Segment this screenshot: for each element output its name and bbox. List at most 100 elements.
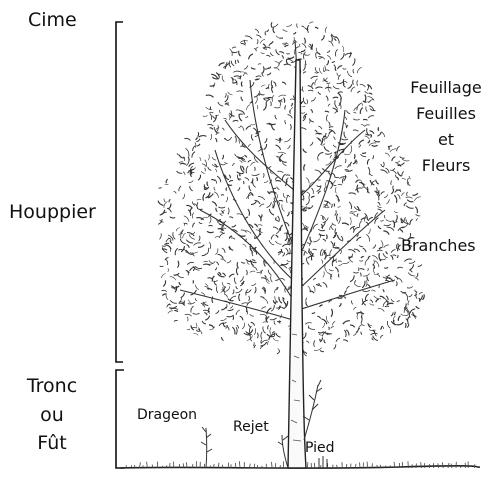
leaf-mark — [277, 321, 281, 322]
leaf-mark — [215, 164, 217, 168]
leaf-mark — [190, 186, 193, 191]
leaf-mark — [305, 225, 309, 227]
leaf-mark — [338, 142, 344, 143]
leaf-mark — [321, 260, 322, 264]
leaf-mark — [354, 154, 355, 158]
leaf-mark — [379, 190, 380, 196]
leaf-mark — [406, 197, 413, 198]
leaf-mark — [203, 116, 208, 117]
leaf-mark — [315, 130, 317, 133]
leaf-mark — [260, 39, 265, 43]
leaf-mark — [274, 68, 280, 71]
leaf-mark — [376, 180, 379, 184]
leaf-mark — [285, 45, 289, 47]
leaf-mark — [349, 52, 351, 58]
leaf-mark — [318, 152, 323, 156]
leaf-mark — [202, 254, 207, 256]
leaf-mark — [275, 115, 277, 119]
leaf-mark — [205, 316, 209, 321]
leaf-mark — [218, 102, 223, 106]
leaf-mark — [313, 278, 316, 280]
leaf-mark — [251, 283, 256, 285]
leaf-mark — [387, 321, 390, 328]
leaf-mark — [332, 173, 335, 177]
leaf-mark — [194, 334, 199, 336]
leaf-mark — [353, 331, 356, 336]
leaf-mark — [335, 187, 336, 193]
leaf-mark — [249, 54, 254, 59]
leaf-mark — [258, 225, 262, 226]
leaf-mark — [409, 294, 413, 297]
leaf-mark — [301, 101, 303, 104]
leaf-mark — [415, 278, 419, 281]
leaf-mark — [260, 314, 267, 316]
leaf-mark — [302, 106, 305, 107]
leaf-mark — [282, 55, 284, 58]
leaf-mark — [169, 199, 170, 202]
leaf-mark — [316, 285, 319, 286]
leaf-mark — [257, 105, 258, 109]
label-ou: ou — [40, 406, 64, 425]
leaf-mark — [304, 164, 305, 170]
leaf-mark — [413, 312, 417, 317]
leaf-mark — [210, 112, 214, 113]
leaf-mark — [277, 171, 283, 173]
leaf-mark — [361, 180, 366, 185]
leaf-mark — [215, 138, 217, 142]
leaf-mark — [262, 66, 264, 73]
leaf-mark — [206, 107, 212, 109]
leaf-mark — [315, 170, 322, 174]
leaf-mark — [298, 52, 302, 54]
leaf-mark — [269, 192, 276, 194]
leaf-mark — [311, 97, 316, 101]
leaf-mark — [248, 209, 250, 216]
leaf-mark — [282, 204, 285, 211]
leaf-mark — [391, 181, 392, 185]
leaf-mark — [265, 31, 266, 35]
leaf-mark — [221, 318, 227, 320]
leaf-mark — [313, 249, 317, 250]
leaf-mark — [319, 68, 322, 74]
leaf-mark — [186, 159, 189, 166]
leaf-mark — [353, 119, 360, 120]
leaf-mark — [278, 152, 286, 154]
leaf-mark — [386, 199, 389, 203]
leaf-mark — [408, 301, 409, 306]
leaf-mark — [316, 87, 323, 88]
leaf-mark — [404, 303, 406, 308]
leaf-mark — [396, 281, 397, 286]
leaf-mark — [369, 99, 374, 103]
leaf-mark — [264, 47, 271, 48]
leaf-mark — [233, 315, 234, 320]
leaf-mark — [198, 245, 204, 248]
leaf-mark — [384, 267, 388, 268]
leaf-mark — [287, 195, 289, 203]
leaf-mark — [239, 114, 242, 121]
grass-blade — [235, 463, 236, 468]
leaf-mark — [402, 172, 404, 177]
leaf-mark — [367, 159, 369, 165]
leaf-mark — [365, 91, 369, 93]
leaf-mark — [325, 207, 329, 208]
leaf-mark — [215, 169, 217, 172]
leaf-mark — [267, 279, 269, 282]
grass-blade — [187, 462, 188, 468]
leaf-mark — [216, 248, 218, 254]
grass-blade — [351, 464, 352, 468]
leaf-mark — [392, 157, 396, 161]
leaf-mark — [212, 202, 217, 207]
leaf-mark — [302, 86, 303, 91]
leaf-mark — [308, 249, 309, 253]
leaf-mark — [323, 282, 327, 287]
leaf-mark — [397, 267, 403, 268]
leaf-mark — [310, 142, 313, 146]
leaf-mark — [390, 170, 396, 174]
leaf-mark — [333, 137, 335, 140]
leaf-mark — [274, 82, 276, 87]
leaf-mark — [187, 232, 194, 236]
leaf-mark — [306, 178, 309, 184]
leaf-mark — [251, 249, 253, 253]
leaf-mark — [286, 248, 289, 254]
leaf-mark — [166, 179, 168, 183]
leaf-mark — [249, 186, 251, 191]
